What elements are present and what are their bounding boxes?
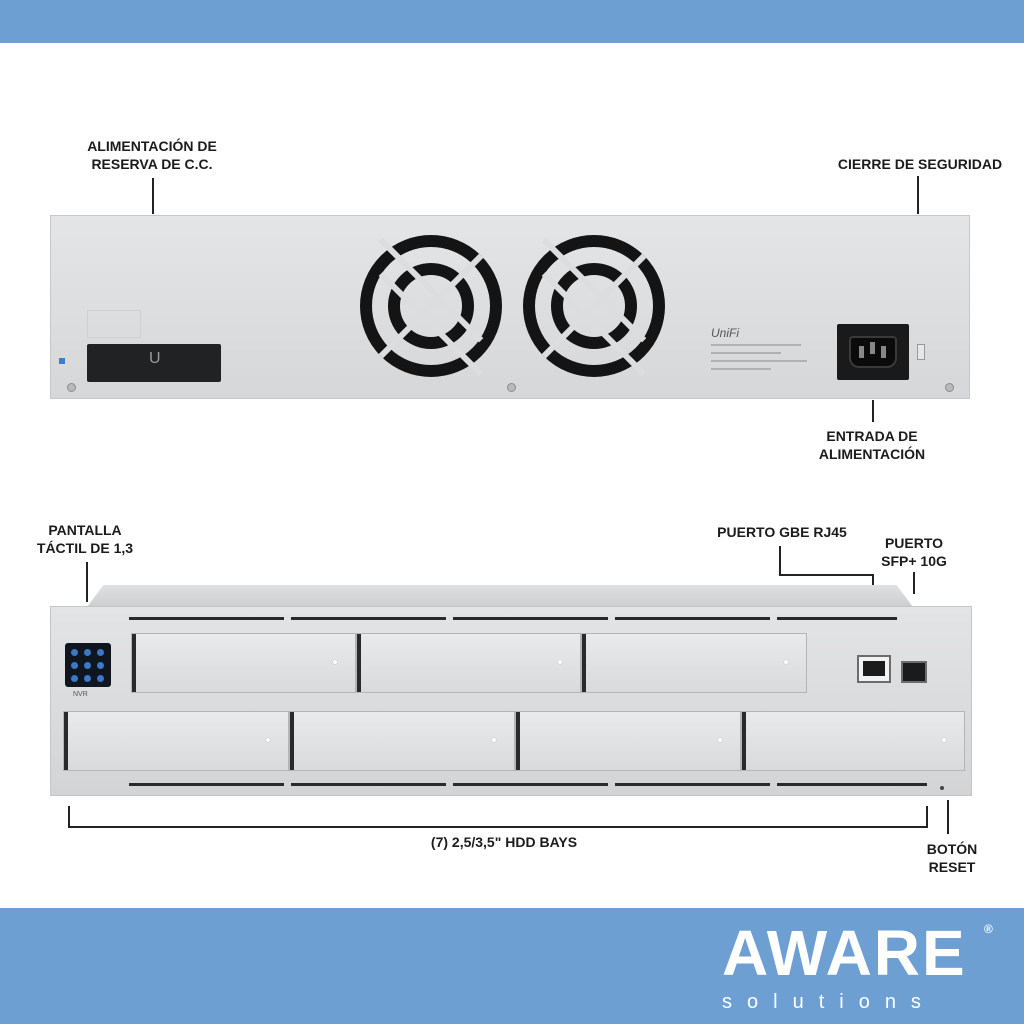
hdd-bay-3[interactable]: [581, 633, 807, 693]
label-reset-button: BOTÓN RESET: [926, 841, 978, 875]
label-security-lock: CIERRE DE SEGURIDAD: [837, 156, 1003, 172]
aware-logo: AWARE: [722, 917, 967, 989]
hdd-bay-7[interactable]: [741, 711, 965, 771]
label-touch-display: PANTALLA TÁCTIL DE 1,3: [36, 522, 134, 556]
callout-line-security-lock: [917, 176, 919, 214]
product-sticker: UniFi: [711, 326, 821, 378]
touch-display[interactable]: [65, 643, 111, 687]
screw-icon: [67, 383, 76, 392]
hdd-bay-4[interactable]: [63, 711, 289, 771]
reset-button[interactable]: [940, 786, 944, 790]
rear-panel: U UniFi: [50, 215, 970, 399]
hdd-bay-1[interactable]: [131, 633, 356, 693]
label-rj45-port: PUERTO GBE RJ45: [717, 524, 847, 540]
dc-backup-port: U: [87, 344, 221, 382]
power-input-socket: [837, 324, 909, 380]
bottom-band: [0, 908, 1024, 1024]
logo-subtitle: solutions: [722, 991, 936, 1013]
led-icon: [59, 358, 65, 364]
screw-icon: [507, 383, 516, 392]
hdd-bay-5[interactable]: [289, 711, 515, 771]
brand-text: UniFi: [711, 326, 740, 340]
rj45-port[interactable]: [857, 655, 891, 683]
fan-grille-left: [360, 235, 502, 377]
callout-line-sfp: [913, 572, 915, 594]
blank-label-area: [87, 310, 141, 338]
hdd-bay-6[interactable]: [515, 711, 741, 771]
callout-line-rj45-b: [779, 574, 874, 576]
top-band: [0, 0, 1024, 43]
callout-line-dc-backup: [152, 178, 154, 214]
hdd-bay-2[interactable]: [356, 633, 581, 693]
front-panel: NVR: [50, 606, 972, 796]
label-dc-backup: ALIMENTACIÓN DE RESERVA DE C.C.: [87, 138, 217, 172]
screw-icon: [945, 383, 954, 392]
callout-line-power-input: [872, 400, 874, 422]
callout-line-rj45-c: [872, 574, 874, 588]
label-sfp-port: PUERTO SFP+ 10G: [881, 535, 947, 569]
callout-line-rj45-a: [779, 546, 781, 576]
bracket-right: [926, 806, 928, 828]
ubiquiti-u-icon: U: [149, 350, 161, 367]
label-power-input: ENTRADA DE ALIMENTACIÓN: [818, 428, 926, 462]
registered-icon: ®: [984, 922, 993, 936]
callout-line-reset: [947, 800, 949, 834]
front-unit-top: [87, 585, 913, 607]
security-lock-slot: [917, 344, 925, 360]
bracket-bottom: [68, 826, 928, 828]
sfp-port[interactable]: [901, 661, 927, 683]
touch-label: NVR: [73, 691, 88, 698]
fan-grille-right: [523, 235, 665, 377]
bracket-left: [68, 806, 70, 828]
label-hdd-bays: (7) 2,5/3,5" HDD BAYS: [430, 834, 578, 850]
callout-line-touch-display: [86, 562, 88, 602]
